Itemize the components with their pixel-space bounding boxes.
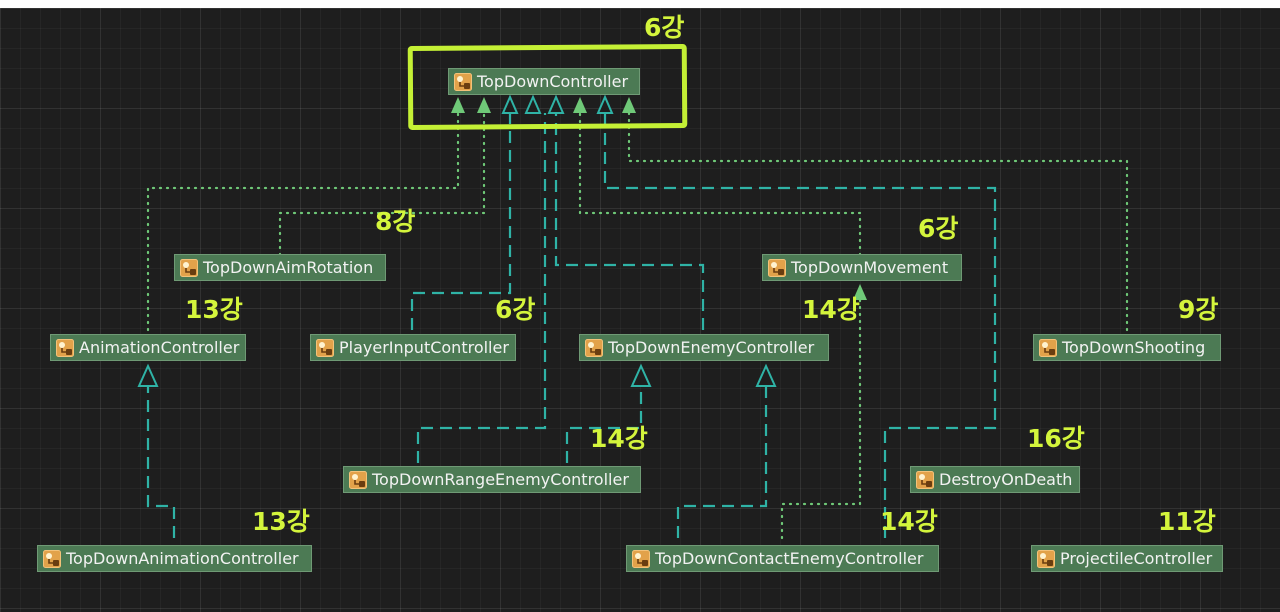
- class-name: ProjectileController: [1060, 549, 1213, 568]
- hollow-arrow-icon: [137, 363, 159, 387]
- hollow-arrow-icon: [755, 363, 777, 387]
- lecture-label-projectile-controller: 11강: [1158, 507, 1216, 536]
- realize-line-contact-movement: [780, 286, 862, 540]
- class-node-player-input-controller[interactable]: PlayerInputController: [310, 334, 516, 361]
- filled-arrow-icon: [622, 97, 636, 113]
- class-icon: [1037, 550, 1055, 568]
- class-icon: [43, 550, 61, 568]
- inherit-line-destroy: [603, 113, 997, 538]
- class-node-topdown-animation-controller[interactable]: TopDownAnimationController: [37, 545, 312, 572]
- lecture-label-topdown-enemy-controller: 14강: [802, 295, 860, 324]
- filled-arrow-icon: [477, 97, 491, 113]
- lecture-label-topdown-movement: 6강: [918, 214, 959, 243]
- class-name: TopDownEnemyController: [608, 338, 815, 357]
- lecture-label-topdown-aim-rotation: 8강: [375, 207, 416, 236]
- class-node-topdown-controller[interactable]: TopDownController: [448, 68, 640, 95]
- class-node-projectile-controller[interactable]: ProjectileController: [1031, 545, 1223, 572]
- class-name: TopDownShooting: [1062, 338, 1206, 357]
- class-node-topdown-contact-enemy-controller[interactable]: TopDownContactEnemyController: [626, 545, 939, 572]
- class-name: TopDownController: [477, 72, 629, 91]
- class-icon: [349, 471, 367, 489]
- class-node-topdown-range-enemy-controller[interactable]: TopDownRangeEnemyController: [343, 466, 641, 493]
- class-node-topdown-shooting[interactable]: TopDownShooting: [1033, 334, 1221, 361]
- lecture-label-topdown-shooting: 9강: [1178, 295, 1219, 324]
- inherit-line-anim-to-animation: [146, 386, 176, 538]
- inherit-line-contact-to-enemy: [676, 386, 768, 538]
- class-icon: [454, 73, 472, 91]
- lecture-label-player-input-controller: 6강: [495, 295, 536, 324]
- class-name: TopDownAimRotation: [203, 258, 374, 277]
- lecture-label-destroy-on-death: 16강: [1027, 424, 1085, 453]
- lecture-label-topdown-range-enemy-controller: 14강: [590, 424, 648, 453]
- class-name: PlayerInputController: [339, 338, 509, 357]
- inherit-line-player-input: [410, 113, 512, 330]
- realize-line-shooting: [627, 111, 1129, 332]
- class-name: TopDownRangeEnemyController: [372, 470, 629, 489]
- hollow-arrow-icon: [501, 94, 519, 114]
- lecture-label-topdown-animation-controller: 13강: [252, 507, 310, 536]
- class-node-destroy-on-death[interactable]: DestroyOnDeath: [910, 466, 1080, 493]
- class-icon: [180, 259, 198, 277]
- filled-arrow-icon: [451, 97, 465, 113]
- realize-line-movement: [578, 111, 862, 257]
- class-icon: [916, 471, 934, 489]
- realize-line-aim-rotation: [278, 111, 486, 257]
- class-name: TopDownAnimationController: [66, 549, 299, 568]
- hollow-arrow-icon: [547, 94, 565, 114]
- class-icon: [768, 259, 786, 277]
- lecture-label-topdown-contact-enemy-controller: 14강: [880, 507, 938, 536]
- lecture-label-animation-controller: 13강: [185, 295, 243, 324]
- inherit-line-range-enemy: [416, 113, 547, 463]
- filled-arrow-icon: [573, 97, 587, 113]
- class-icon: [316, 339, 334, 357]
- hollow-arrow-icon: [630, 363, 652, 387]
- class-icon: [632, 550, 650, 568]
- class-icon: [585, 339, 603, 357]
- class-name: TopDownContactEnemyController: [655, 549, 924, 568]
- class-icon: [1039, 339, 1057, 357]
- arrowheads: [137, 94, 867, 387]
- hollow-arrow-icon: [596, 94, 614, 114]
- hollow-arrow-icon: [524, 94, 542, 114]
- class-icon: [56, 339, 74, 357]
- class-node-topdown-enemy-controller[interactable]: TopDownEnemyController: [579, 334, 829, 361]
- class-name: AnimationController: [79, 338, 240, 357]
- filled-arrow-icon: [853, 284, 867, 300]
- class-node-animation-controller[interactable]: AnimationController: [50, 334, 246, 361]
- inherit-line-enemy: [554, 113, 705, 330]
- class-name: TopDownMovement: [791, 258, 949, 277]
- lecture-label-topdown-controller: 6강: [644, 13, 685, 42]
- realize-line-animation: [146, 111, 460, 332]
- connector-layer: [137, 94, 1129, 540]
- class-node-topdown-movement[interactable]: TopDownMovement: [762, 254, 962, 281]
- diagram-canvas: TopDownController TopDownAimRotation Top…: [0, 8, 1280, 612]
- class-name: DestroyOnDeath: [939, 470, 1073, 489]
- class-node-topdown-aim-rotation[interactable]: TopDownAimRotation: [174, 254, 386, 281]
